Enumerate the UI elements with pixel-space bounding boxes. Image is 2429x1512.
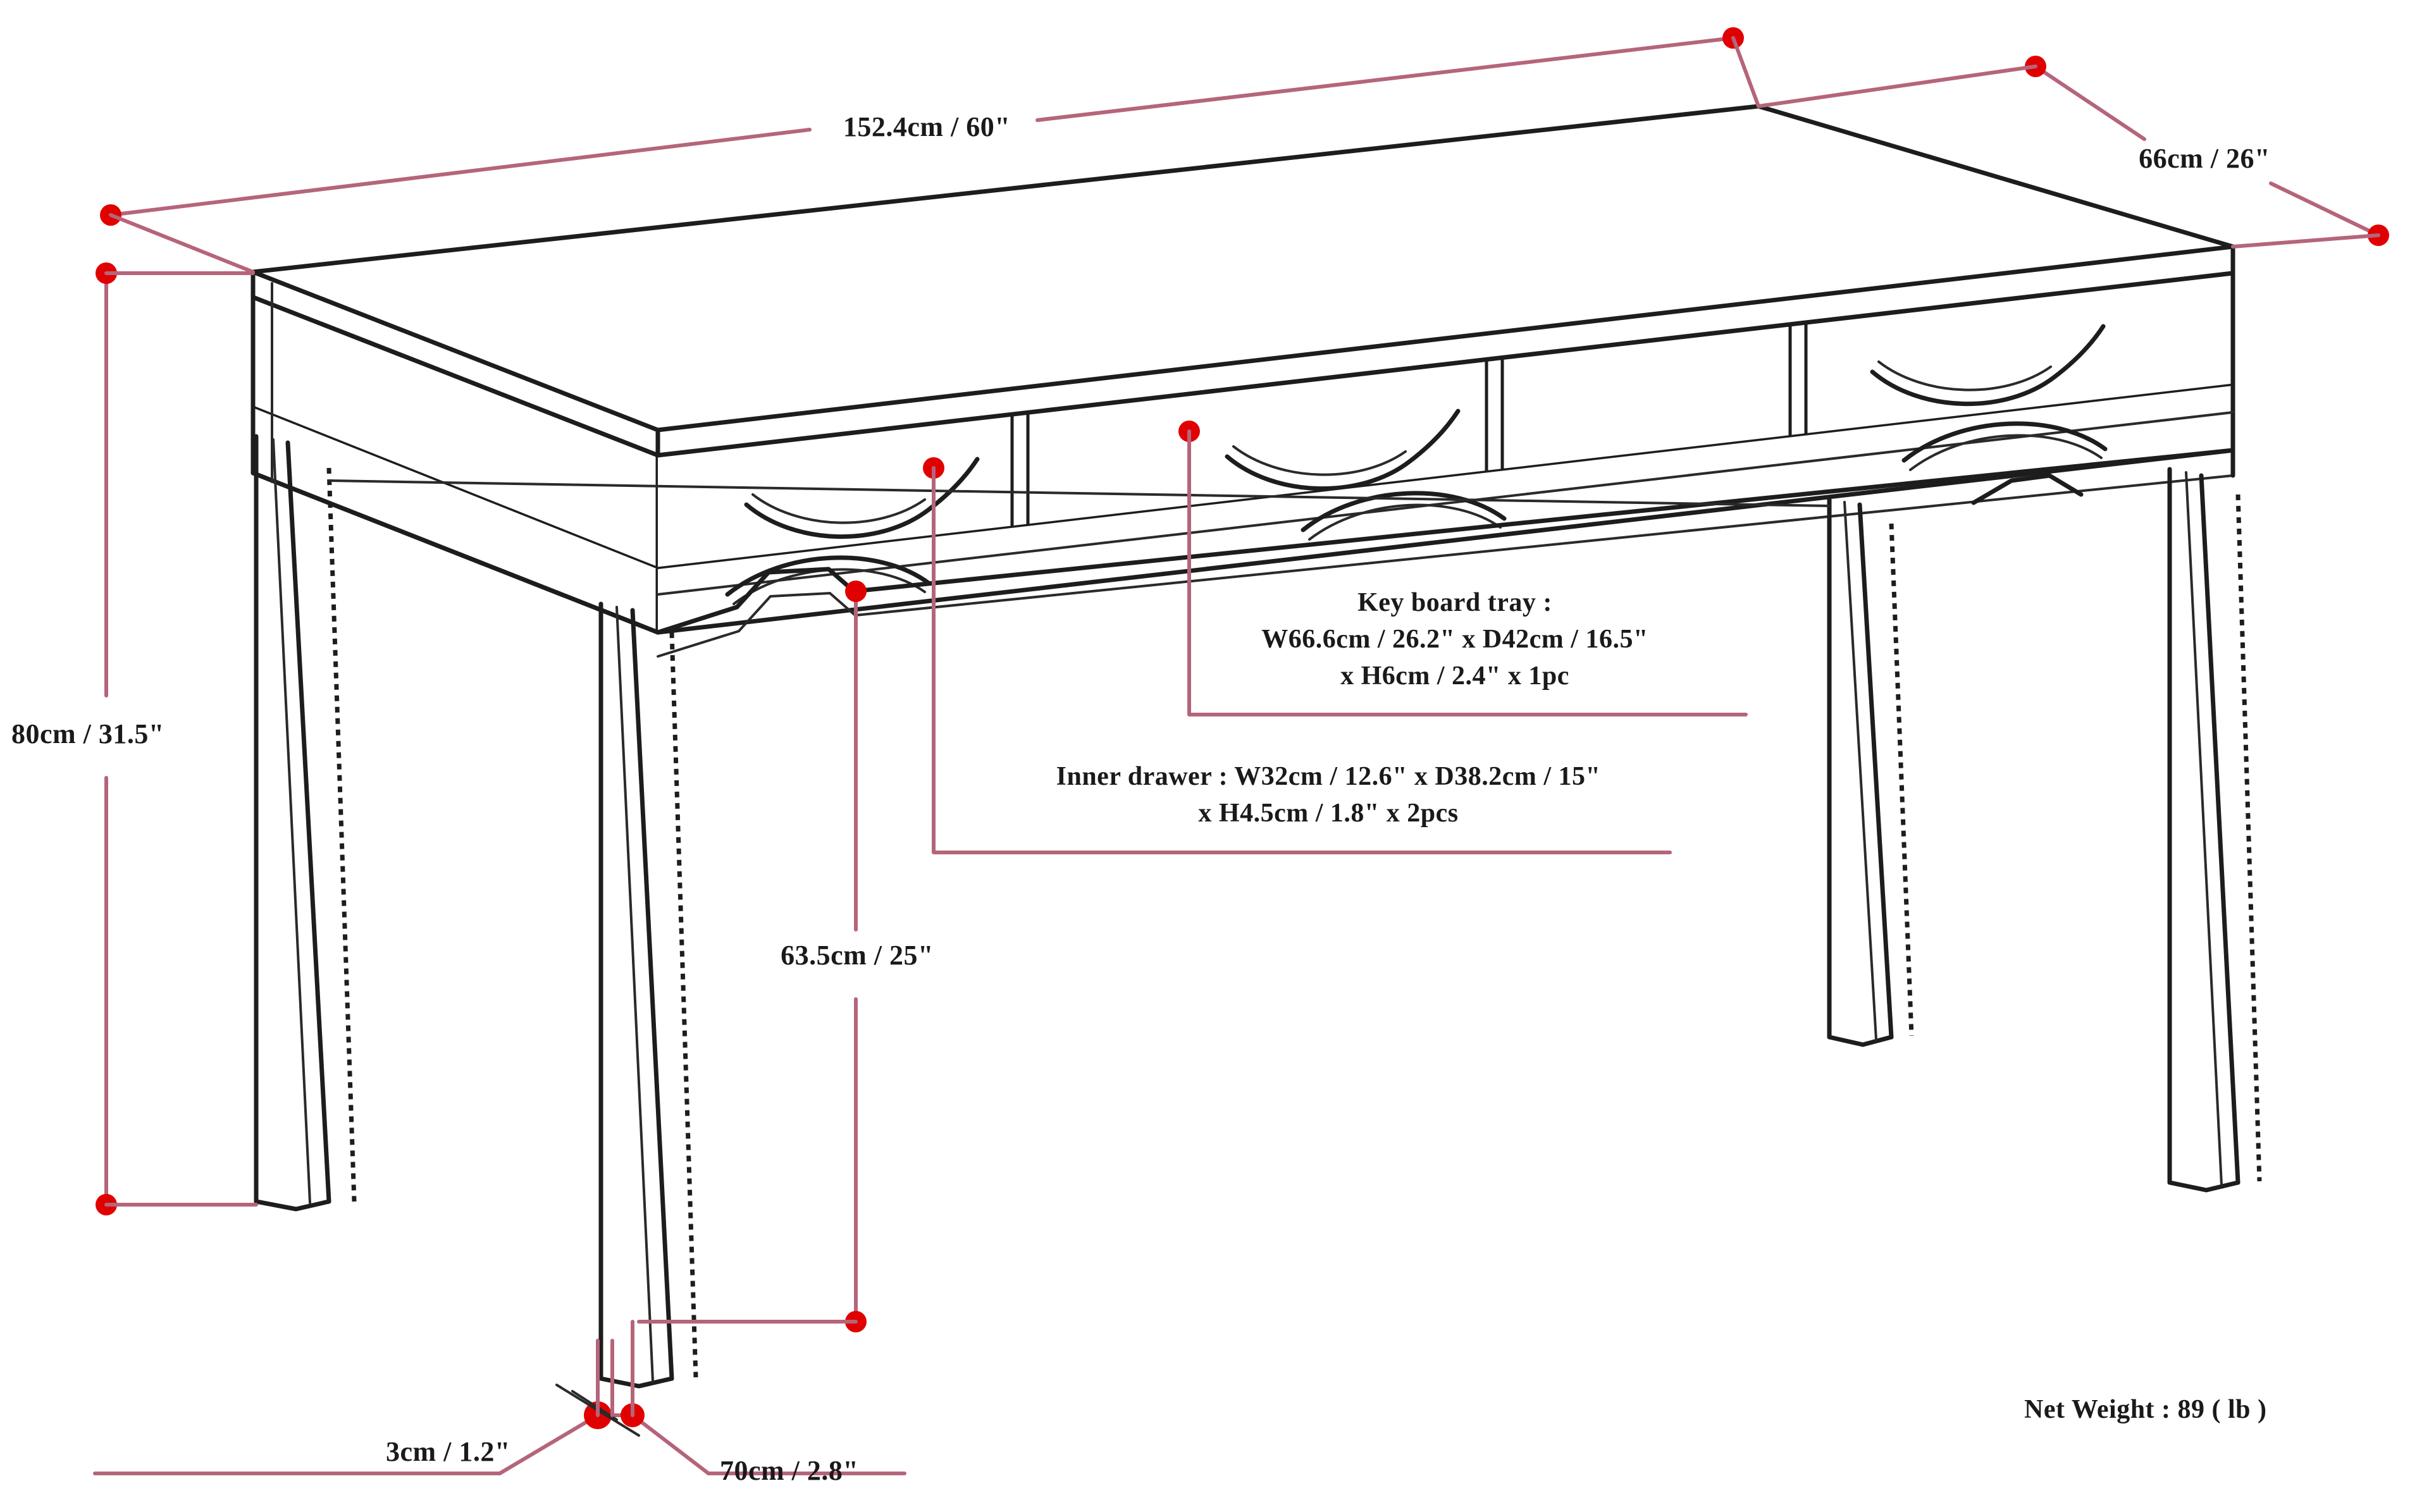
drawer-fronts-upper	[744, 322, 2106, 539]
clearance-dimension-label: 63.5cm / 25"	[781, 940, 934, 971]
leg-front-right	[598, 601, 698, 1389]
rear-rail	[328, 479, 1831, 507]
inner-drawer-callout-line2: x H4.5cm / 1.8" x 2pcs	[1198, 798, 1459, 828]
net-weight-label: Net Weight : 89 ( lb )	[2024, 1395, 2267, 1424]
leg-back-middle	[1827, 497, 1914, 1047]
depth-dimension-label: 66cm / 26"	[2139, 143, 2270, 174]
width-dimension-label: 152.4cm / 60"	[843, 111, 1011, 142]
dimension-width	[100, 27, 1760, 274]
leg-spread-label: 70cm / 2.8"	[720, 1455, 859, 1486]
apron-skirt	[250, 448, 2235, 658]
height-dimension-label: 80cm / 31.5"	[11, 718, 164, 749]
callout-leader-inner-drawer	[923, 457, 1672, 854]
keyboard-tray-callout: Key board tray : W66.6cm / 26.2" x D42cm…	[1202, 585, 1708, 695]
callout-leader-keyboard-tray	[1178, 421, 1748, 716]
keyboard-tray-callout-line3: x H6cm / 2.4" x 1pc	[1340, 661, 1569, 691]
dimension-depth	[1757, 56, 2389, 249]
leg-front-left	[254, 434, 357, 1212]
dimension-clearance	[637, 581, 867, 1332]
desk-illustration	[250, 104, 2262, 1389]
leg-back-right	[2167, 467, 2262, 1193]
desk-left-end	[250, 269, 273, 483]
dimension-leg-detail	[93, 1320, 906, 1475]
inner-drawer-callout-line1: Inner drawer : W32cm / 12.6" x D38.2cm /…	[1056, 762, 1601, 791]
dimension-height	[96, 262, 258, 1215]
inner-drawer-callout: Inner drawer : W32cm / 12.6" x D38.2cm /…	[987, 759, 1670, 832]
keyboard-tray-callout-line2: W66.6cm / 26.2" x D42cm / 16.5"	[1261, 624, 1648, 654]
leg-thickness-label: 3cm / 1.2"	[386, 1436, 510, 1467]
keyboard-tray-callout-line1: Key board tray :	[1357, 588, 1552, 617]
